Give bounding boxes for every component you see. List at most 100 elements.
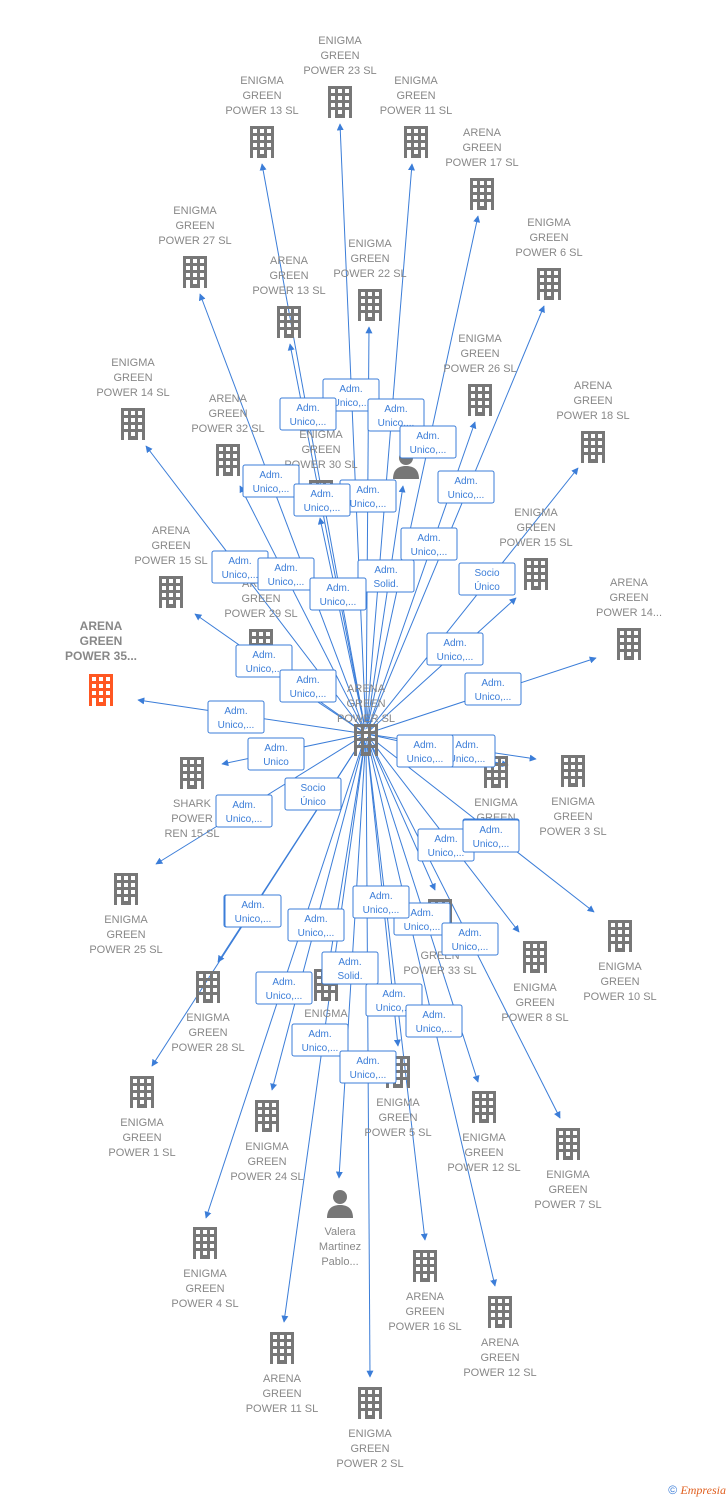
edge-label-n9[interactable]: Adm.Solid.	[357, 559, 415, 593]
edge-label-box[interactable]	[426, 632, 484, 666]
edge-label-box[interactable]	[255, 971, 313, 1005]
edge-label-n12[interactable]: Adm.Unico,...	[309, 577, 367, 611]
edge-label-box[interactable]	[284, 777, 342, 811]
edge-label-n17[interactable]: Adm.Unico,...	[279, 669, 337, 703]
edge-label-n22[interactable]: Adm.Unico,...	[396, 734, 454, 768]
edge-label-n20[interactable]: Adm.Unico	[247, 737, 305, 771]
edge-label-box[interactable]	[215, 794, 273, 828]
edge-label-box[interactable]	[352, 885, 410, 919]
edge-label-box[interactable]	[291, 1023, 349, 1057]
edge-label-n1[interactable]: Adm.Unico,...	[322, 378, 380, 412]
edge-label-n33[interactable]: Adm.Unico,...	[339, 1050, 397, 1084]
edge-label-box[interactable]	[405, 1004, 463, 1038]
edge-label-n8[interactable]: Adm.Unico,...	[293, 483, 351, 517]
edge-label-n5[interactable]: Adm.Unico,...	[242, 464, 300, 498]
edge-label-box[interactable]	[357, 559, 415, 593]
edge-label-box[interactable]	[437, 470, 495, 504]
edge-label-n6[interactable]: Adm.Unico,...	[339, 479, 397, 513]
node-n33[interactable]: ValeraMartinezPablo...	[319, 1190, 361, 1268]
edge-label-box[interactable]	[293, 483, 351, 517]
edge-label-box[interactable]	[279, 397, 337, 431]
edge-label-n36[interactable]: Adm.Solid.	[321, 951, 379, 985]
edge-label-n31[interactable]: Adm.Unico,...	[405, 1004, 463, 1038]
edge-label-box[interactable]	[400, 527, 458, 561]
edge-label-box[interactable]	[396, 734, 454, 768]
edge-label-box[interactable]	[458, 562, 516, 596]
edge-label-n35[interactable]: Adm.Unico,...	[441, 922, 499, 956]
edge-label-box[interactable]	[322, 378, 380, 412]
edge-label-box[interactable]	[309, 577, 367, 611]
brand-logo[interactable]: Empresia	[680, 1483, 726, 1497]
edge-label-n2[interactable]: Adm.Unico,...	[279, 397, 337, 431]
edge-label-n38[interactable]: Adm.Unico,...	[352, 885, 410, 919]
edge-label-n18[interactable]: Adm.Unico,...	[464, 672, 522, 706]
edge-label-n15[interactable]: Adm.Unico,...	[426, 632, 484, 666]
edge-label-n16[interactable]: Adm.Unico,...	[235, 644, 293, 678]
edge-label-n37[interactable]: Adm.Unico,...	[287, 908, 345, 942]
edge-label-box[interactable]	[339, 1050, 397, 1084]
edge-label-n28[interactable]: Adm.Unico,...	[255, 971, 313, 1005]
edge-label-n14[interactable]: Adm.Unico,...	[400, 527, 458, 561]
edge-label-n19[interactable]: Adm.Unico,...	[207, 700, 265, 734]
edge-label-box[interactable]	[462, 819, 520, 853]
edge-label-box[interactable]	[287, 908, 345, 942]
edge-label-box[interactable]	[279, 669, 337, 703]
edge-label-n23[interactable]: Adm.Unico,...	[215, 794, 273, 828]
edge-label-box[interactable]	[399, 425, 457, 459]
edge-label-box[interactable]	[367, 398, 425, 432]
edge-label-box[interactable]	[247, 737, 305, 771]
edge-label-n11[interactable]: Adm.Unico,...	[257, 557, 315, 591]
edge-label-box[interactable]	[464, 672, 522, 706]
edge-label-n7[interactable]: Adm.Unico,...	[437, 470, 495, 504]
edge-label-box[interactable]	[441, 922, 499, 956]
edge-label-n32[interactable]: Adm.Unico,...	[462, 819, 520, 853]
edge-label-box[interactable]	[242, 464, 300, 498]
edge-label-n29[interactable]: Adm.Unico,...	[291, 1023, 349, 1057]
edge-label-box[interactable]	[257, 557, 315, 591]
edge-label-n4[interactable]: Adm.Unico,...	[399, 425, 457, 459]
edge-label-box[interactable]	[224, 894, 282, 928]
edge-label-n3[interactable]: Adm.Unico,...	[367, 398, 425, 432]
edge-label-box[interactable]	[235, 644, 293, 678]
edge-label-n34[interactable]: Adm.Unico,...	[224, 894, 282, 928]
edge-label-box[interactable]	[321, 951, 379, 985]
node-n39[interactable]: ENIGMA	[304, 969, 348, 1020]
edge-label-box[interactable]	[207, 700, 265, 734]
